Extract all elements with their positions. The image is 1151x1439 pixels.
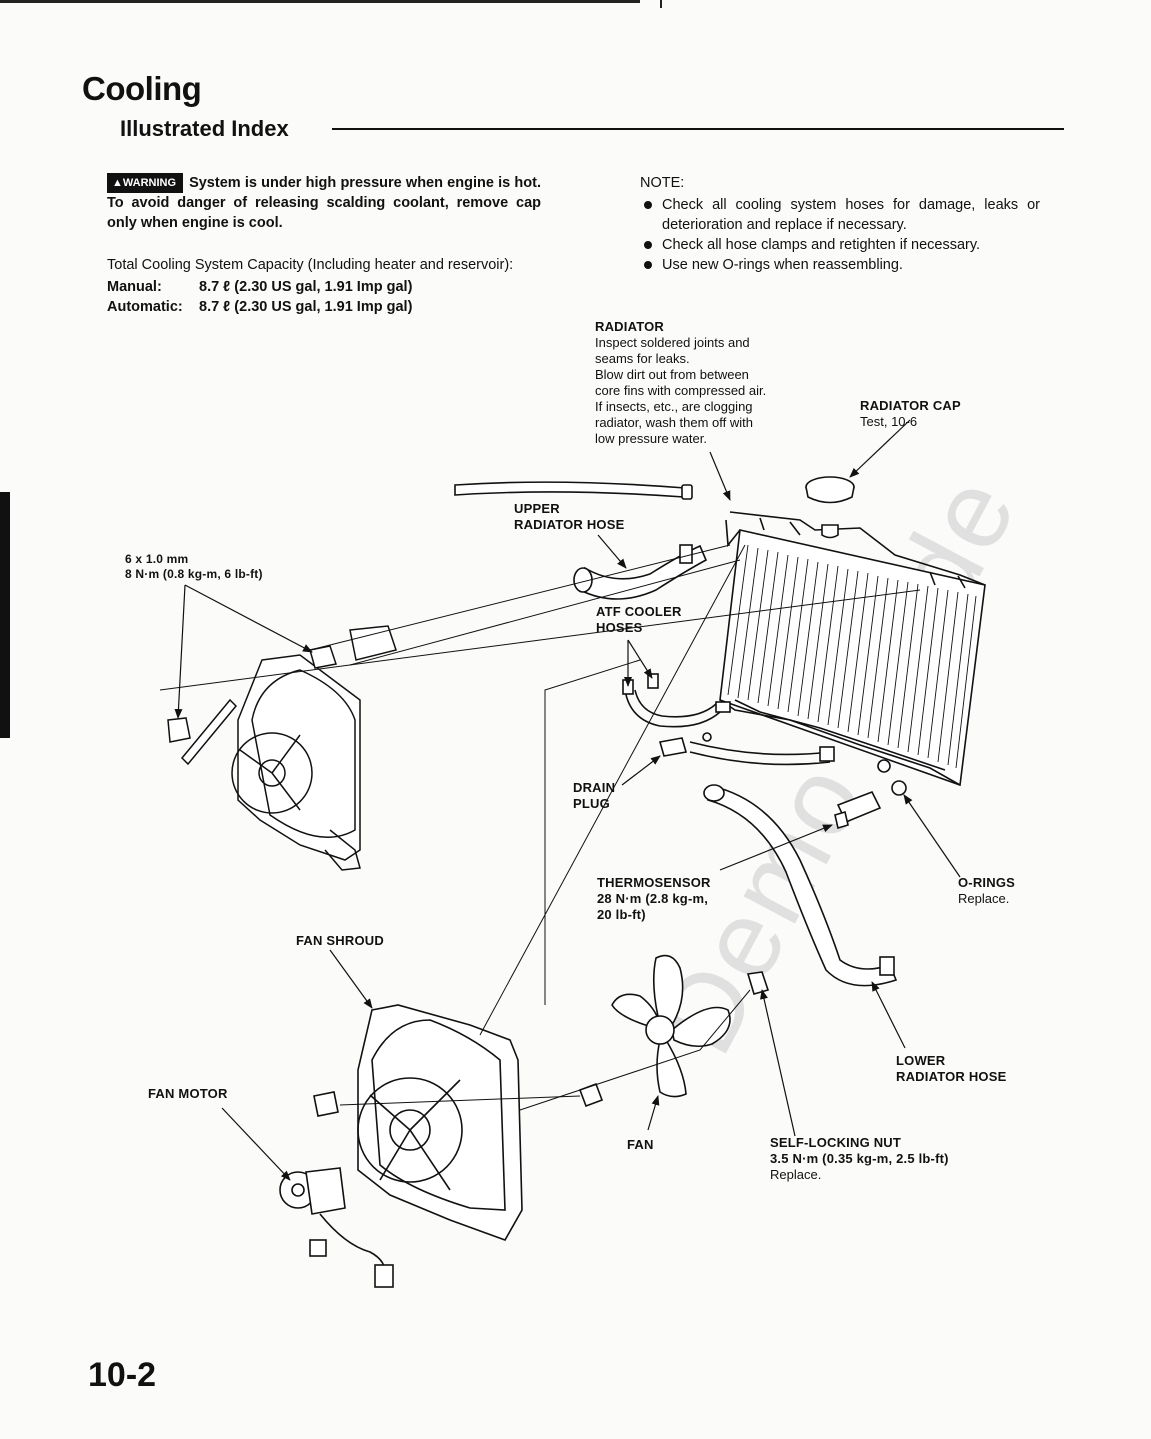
callout-line: Blow dirt out from between (595, 367, 749, 382)
atf-hoses-part (622, 673, 835, 766)
callout-title: THERMOSENSOR (597, 875, 711, 890)
callout-title: 20 lb-ft) (597, 907, 646, 922)
callout-line: seams for leaks. (595, 351, 690, 366)
capacity-row-manual: Manual: 8.7 ℓ (2.30 US gal, 1.91 Imp gal) (107, 277, 541, 297)
lower-hose-part (703, 784, 898, 987)
callout-title: FAN (627, 1137, 654, 1152)
callout-line: If insects, etc., are clogging (595, 399, 753, 414)
callout-title: RADIATOR CAP (860, 398, 961, 413)
callout-line: Replace. (958, 891, 1010, 906)
callout-self-locking-nut: SELF-LOCKING NUT 3.5 N·m (0.35 kg-m, 2.5… (770, 1135, 949, 1183)
callout-title: FAN SHROUD (296, 933, 384, 948)
upper-fan-assembly (167, 625, 397, 871)
callout-line: Replace. (770, 1167, 822, 1182)
capacity-label: Automatic: (107, 299, 183, 315)
note-item: Use new O-rings when reassembling. (640, 255, 1040, 275)
section-subtitle: Illustrated Index (120, 116, 289, 141)
leader-lines (174, 419, 961, 1181)
note-block: NOTE: Check all cooling system hoses for… (640, 173, 1040, 275)
callout-radiator-cap: RADIATOR CAP Test, 10-6 (860, 398, 961, 430)
fan-shroud-part (313, 1004, 604, 1241)
warning-text: System is under high pressure when engin… (107, 175, 541, 231)
fan-part (611, 954, 770, 1098)
callout-title: 6 x 1.0 mm (125, 552, 189, 566)
radiator-cap-part (805, 476, 855, 539)
callout-drain-plug: DRAIN PLUG (573, 780, 615, 812)
callout-thermosensor: THERMOSENSOR 28 N·m (2.8 kg-m, 20 lb-ft) (597, 875, 711, 923)
callout-title: 28 N·m (2.8 kg-m, (597, 891, 709, 906)
capacity-value: 8.7 ℓ (2.30 US gal, 1.91 Imp gal) (199, 299, 413, 315)
callout-title: LOWER (896, 1053, 946, 1068)
header-rule (332, 128, 1064, 130)
capacity-label: Manual: (107, 279, 162, 295)
callout-fan-shroud: FAN SHROUD (296, 933, 384, 949)
callout-title: SELF-LOCKING NUT (770, 1135, 902, 1150)
callout-radiator: RADIATOR Inspect soldered joints and sea… (595, 319, 766, 447)
callout-bolt: 6 x 1.0 mm 8 N·m (0.8 kg-m, 6 lb-ft) (125, 552, 263, 582)
callout-line: Inspect soldered joints and (595, 335, 750, 350)
callout-title: DRAIN (573, 780, 616, 795)
capacity-value: 8.7 ℓ (2.30 US gal, 1.91 Imp gal) (199, 279, 413, 295)
callout-line: Test, 10-6 (860, 414, 918, 429)
top-tick (660, 0, 662, 8)
callout-atf-hoses: ATF COOLER HOSES (596, 604, 682, 636)
radiator (719, 511, 986, 787)
warning-badge: ▲WARNING (107, 173, 184, 193)
guide-lines (159, 544, 921, 1111)
callout-title: RADIATOR HOSE (896, 1069, 1007, 1084)
section-title: Cooling (82, 70, 202, 107)
top-rule (0, 0, 640, 3)
capacity-title: Total Cooling System Capacity (Including… (107, 257, 514, 273)
callout-title: 8 N·m (0.8 kg-m, 6 lb-ft) (125, 567, 263, 581)
callout-title: UPPER (514, 501, 560, 516)
upper-hose-part (454, 481, 708, 600)
callout-title: RADIATOR HOSE (514, 517, 625, 532)
callout-fan: FAN (627, 1137, 654, 1153)
callout-title: O-RINGS (958, 875, 1016, 890)
callout-title: HOSES (596, 620, 643, 635)
callout-line: low pressure water. (595, 431, 707, 446)
note-heading: NOTE: (640, 175, 685, 191)
fan-motor-part (279, 1167, 394, 1288)
capacity-block: Total Cooling System Capacity (Including… (107, 255, 541, 317)
page-number: 10-2 (88, 1356, 157, 1394)
note-list: Check all cooling system hoses for damag… (640, 195, 1040, 275)
callout-title: PLUG (573, 796, 610, 811)
side-tab-marker (0, 492, 10, 738)
note-item: Check all hose clamps and retighten if n… (640, 235, 1040, 255)
callout-upper-hose: UPPER RADIATOR HOSE (514, 501, 624, 533)
callout-title: 3.5 N·m (0.35 kg-m, 2.5 lb-ft) (770, 1151, 949, 1166)
callout-title: RADIATOR (595, 319, 665, 334)
thermosensor-part (834, 759, 907, 830)
callout-line: core fins with compressed air. (595, 383, 767, 398)
callout-fan-motor: FAN MOTOR (148, 1086, 228, 1102)
callout-lower-hose: LOWER RADIATOR HOSE (896, 1053, 1006, 1085)
callout-title: ATF COOLER (596, 604, 682, 619)
capacity-row-automatic: Automatic: 8.7 ℓ (2.30 US gal, 1.91 Imp g… (107, 297, 541, 317)
callout-title: FAN MOTOR (148, 1086, 228, 1101)
callout-o-rings: O-RINGS Replace. (958, 875, 1015, 907)
callout-line: radiator, wash them off with (595, 415, 754, 430)
note-item: Check all cooling system hoses for damag… (640, 195, 1040, 235)
